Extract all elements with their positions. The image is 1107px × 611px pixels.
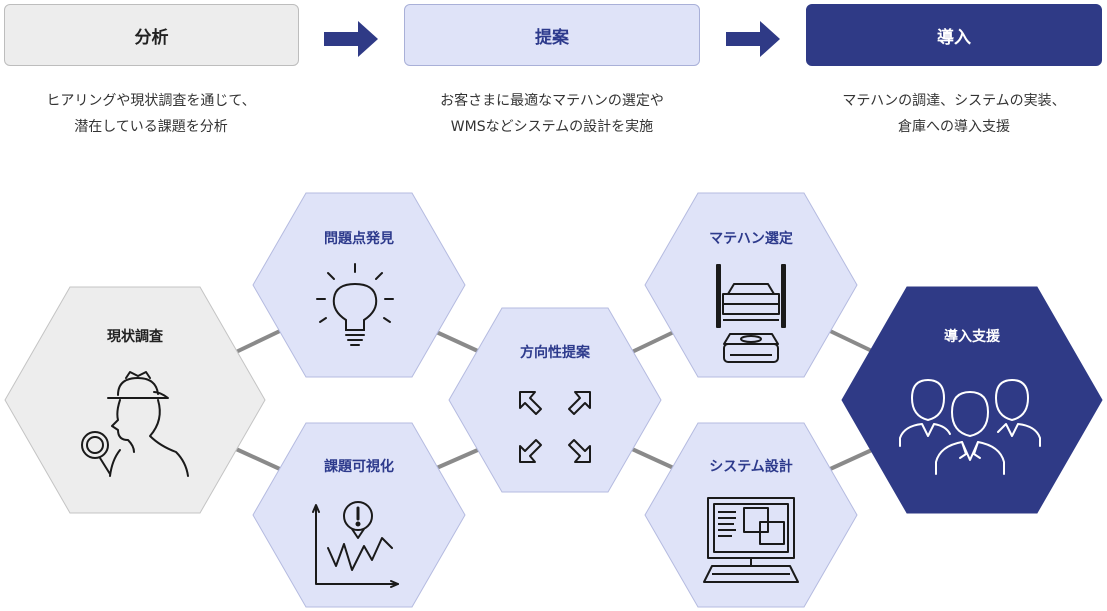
hex-label: 導入支援 (944, 328, 1001, 345)
lightbulb-icon (316, 263, 394, 346)
expand-arrows-icon (519, 391, 591, 463)
connector (431, 447, 481, 472)
step-implementation: 導入 (806, 4, 1102, 66)
connector (431, 328, 481, 354)
step-proposal-description: お客さまに最適なマテハンの選定や WMSなどシステムの設計を実施 (387, 88, 717, 140)
rack-machine-icon (716, 264, 786, 363)
hex-label: システム設計 (709, 458, 793, 475)
connector (631, 328, 679, 354)
step-proposal: 提案 (404, 4, 700, 66)
desc-line: 倉庫への導入支援 (898, 119, 1010, 135)
hex-implementation-support: 導入支援 (841, 286, 1103, 514)
hex-issue-visualization: 課題可視化 (252, 422, 466, 608)
hex-direction-proposal: 方向性提案 (448, 307, 662, 493)
hex-label: 方向性提案 (520, 344, 591, 361)
hex-problem-discovery: 問題点発見 (252, 192, 466, 378)
connector (235, 447, 283, 472)
computer-icon (703, 497, 799, 583)
hex-label: 問題点発見 (324, 230, 394, 247)
detective-icon (81, 371, 189, 477)
connector (827, 328, 875, 354)
step-analysis-description: ヒアリングや現状調査を通じて、 潜在している課題を分析 (0, 88, 316, 140)
desc-line: 潜在している課題を分析 (74, 119, 228, 135)
step-proposal-label: 提案 (535, 27, 569, 48)
hex-system-design: システム設計 (644, 422, 858, 608)
hex-label: 課題可視化 (324, 458, 394, 475)
hex-label: マテハン選定 (709, 230, 793, 247)
arrow-right-icon (726, 21, 780, 57)
connectors (235, 328, 875, 472)
chart-alert-icon (312, 501, 399, 588)
step-implementation-description: マテハンの調達、システムの実装、 倉庫への導入支援 (789, 88, 1107, 140)
step-implementation-label: 導入 (937, 27, 971, 48)
team-icon (899, 379, 1041, 475)
hex-materials-selection: マテハン選定 (644, 192, 858, 378)
step-analysis: 分析 (4, 4, 299, 66)
desc-line: WMSなどシステムの設計を実施 (450, 119, 654, 135)
hex-current-survey: 現状調査 (4, 286, 266, 514)
hex-label: 現状調査 (107, 328, 164, 345)
desc-line: マテハンの調達、システムの実装、 (842, 93, 1066, 109)
connector (235, 328, 283, 354)
connector (631, 447, 679, 472)
desc-line: お客さまに最適なマテハンの選定や (440, 93, 664, 109)
arrow-right-icon (324, 21, 378, 57)
desc-line: ヒアリングや現状調査を通じて、 (46, 93, 256, 109)
step-analysis-label: 分析 (134, 27, 169, 48)
connector (827, 447, 875, 472)
